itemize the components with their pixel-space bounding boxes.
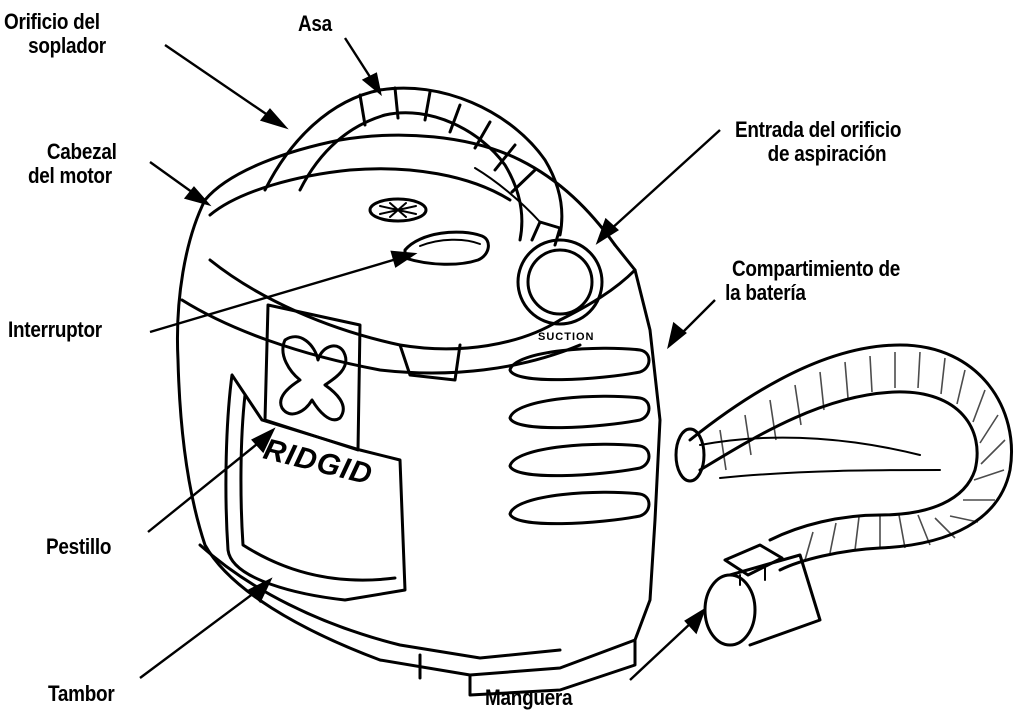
label-hose-text: Manguera <box>485 685 573 710</box>
leader-motor-head <box>149 161 212 207</box>
leader-handle <box>343 37 382 97</box>
label-hose: Manguera <box>485 685 573 710</box>
leader-suction-inlet <box>595 129 721 245</box>
label-blower-port-line2: soplador <box>28 33 106 58</box>
label-switch-text: Interruptor <box>8 317 102 342</box>
suction-inlet <box>474 167 604 326</box>
hose <box>674 343 1013 647</box>
leader-hose <box>629 607 707 681</box>
label-drum: Tambor <box>48 681 115 706</box>
label-latch: Pestillo <box>46 535 111 559</box>
leader-battery <box>667 299 716 350</box>
label-motor-head: Cabezal del motor <box>28 139 117 188</box>
power-switch <box>403 230 490 266</box>
label-battery-line1: Compartimiento de <box>732 256 901 281</box>
front-panel <box>224 373 407 602</box>
motor-head <box>180 133 637 382</box>
suction-marking-text: SUCTION <box>538 331 595 343</box>
label-suction-inlet-line2: de aspiración <box>767 141 887 166</box>
leader-blower-port <box>164 44 289 130</box>
leader-switch <box>149 250 418 334</box>
label-battery-line2: la batería <box>725 280 806 305</box>
label-suction-inlet-line1: Entrada del orificio <box>735 117 902 142</box>
drum-body <box>176 198 662 697</box>
label-blower-port-line1: Orificio del <box>4 9 100 34</box>
label-latch-text: Pestillo <box>46 534 112 559</box>
label-suction-inlet: Entrada del orificio de aspiración <box>735 118 901 166</box>
leader-latch <box>147 427 276 533</box>
label-switch: Interruptor <box>8 318 102 342</box>
battery-compartment-ribs <box>508 346 651 526</box>
label-drum-text: Tambor <box>48 681 115 706</box>
label-handle: Asa <box>298 12 332 36</box>
label-motor-head-line1: Cabezal <box>46 139 117 164</box>
label-motor-head-line2: del motor <box>27 163 112 188</box>
label-handle-text: Asa <box>298 11 332 36</box>
label-blower-port: Orificio del soplador <box>4 10 106 58</box>
blower-port-vent <box>368 197 428 223</box>
handle <box>263 86 564 242</box>
leader-drum <box>139 577 273 679</box>
label-battery-compartment: Compartimiento de la batería <box>725 256 901 305</box>
latch <box>263 303 362 452</box>
